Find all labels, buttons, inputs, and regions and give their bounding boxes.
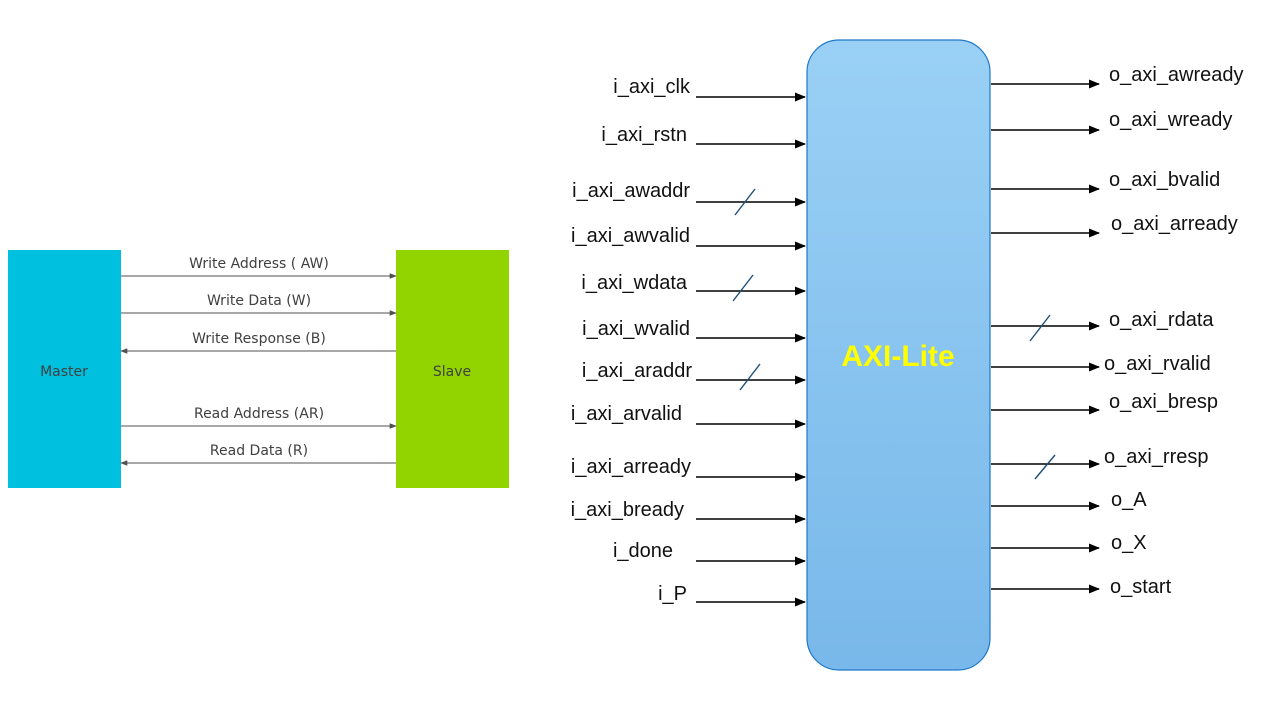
bus-slash-araddr (739, 363, 761, 391)
output-label-x: o_X (1111, 532, 1147, 554)
input-label-awaddr: i_axi_awaddr (572, 180, 690, 202)
input-label-wdata: i_axi_wdata (581, 272, 688, 294)
output-label-rresp: o_axi_rresp (1104, 446, 1209, 468)
bus-slash-rresp (1034, 454, 1056, 480)
output-label-rvalid: o_axi_rvalid (1104, 353, 1211, 375)
master-slave-overview: Master Slave Write Address ( AW) Write D… (8, 250, 509, 488)
channel-label-b: Write Response (B) (192, 331, 326, 347)
channel-arrows: Write Address ( AW) Write Data (W) Write… (120, 256, 397, 466)
output-label-rdata: o_axi_rdata (1109, 309, 1214, 331)
channel-label-r: Read Data (R) (210, 443, 308, 459)
input-ports: i_axi_clk i_axi_rstn i_axi_awaddr i_axi_… (571, 76, 807, 607)
axi-lite-block (806, 39, 991, 671)
output-label-bvalid: o_axi_bvalid (1109, 169, 1220, 191)
output-label-a: o_A (1111, 489, 1147, 511)
bus-slash-awaddr (734, 188, 756, 216)
input-label-bready: i_axi_bready (571, 499, 684, 521)
output-label-bresp: o_axi_bresp (1109, 391, 1218, 413)
input-label-wvalid: i_axi_wvalid (582, 318, 690, 340)
axi-lite-module: AXI-Lite i_axi_clk i_axi_rstn i_axi_awad… (571, 39, 1244, 671)
output-label-arready: o_axi_arready (1111, 213, 1238, 235)
channel-label-aw: Write Address ( AW) (189, 256, 329, 272)
input-label-araddr: i_axi_araddr (582, 360, 692, 382)
input-label-done: i_done (613, 540, 673, 562)
input-label-arready: i_axi_arready (571, 456, 691, 478)
slave-block (396, 250, 509, 488)
input-label-p: i_P (658, 583, 687, 605)
input-label-awvalid: i_axi_awvalid (571, 225, 690, 247)
master-label: Master (40, 364, 88, 380)
bus-slash-wdata (732, 274, 754, 302)
axi-lite-title: AXI-Lite (841, 340, 954, 373)
channel-label-ar: Read Address (AR) (194, 406, 324, 422)
output-label-awready: o_axi_awready (1109, 64, 1244, 86)
output-label-start: o_start (1110, 576, 1172, 598)
input-label-rstn: i_axi_rstn (601, 124, 687, 146)
slave-label: Slave (433, 364, 471, 380)
master-block (8, 250, 121, 488)
input-label-clk: i_axi_clk (613, 76, 691, 98)
output-label-wready: o_axi_wready (1109, 109, 1232, 131)
bus-slash-rdata (1029, 314, 1051, 342)
input-label-arvalid: i_axi_arvalid (571, 403, 682, 425)
channel-label-w: Write Data (W) (207, 293, 311, 309)
output-ports: o_axi_awready o_axi_wready o_axi_bvalid … (991, 64, 1244, 598)
